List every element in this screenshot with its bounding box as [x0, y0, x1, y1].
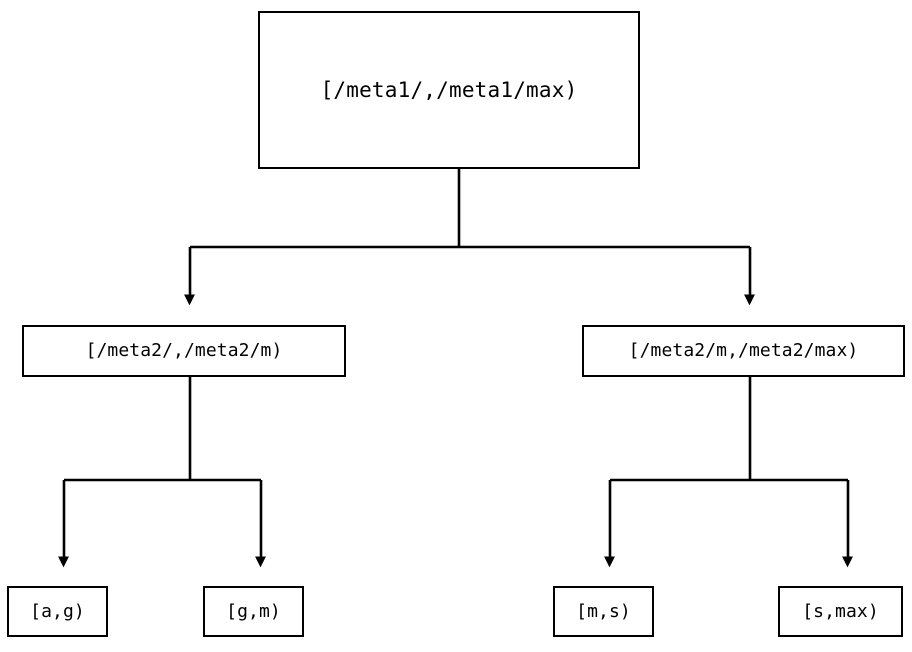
tree-node-mid-left[interactable]: [/meta2/,/meta2/m)	[22, 325, 346, 377]
tree-node-root[interactable]: [/meta1/,/meta1/max)	[258, 11, 640, 169]
tree-node-leaf-2-label: [g,m)	[226, 600, 281, 622]
tree-node-leaf-1-label: [a,g)	[30, 600, 85, 622]
tree-node-mid-right[interactable]: [/meta2/m,/meta2/max)	[582, 325, 905, 377]
tree-node-leaf-4[interactable]: [s,max)	[778, 586, 903, 637]
tree-node-leaf-2[interactable]: [g,m)	[203, 586, 304, 637]
tree-node-leaf-3[interactable]: [m,s)	[553, 586, 654, 637]
tree-node-leaf-4-label: [s,max)	[802, 600, 879, 622]
tree-node-root-label: [/meta1/,/meta1/max)	[320, 77, 578, 102]
tree-node-mid-right-label: [/meta2/m,/meta2/max)	[628, 340, 859, 361]
tree-node-leaf-1[interactable]: [a,g)	[7, 586, 108, 637]
tree-node-mid-left-label: [/meta2/,/meta2/m)	[85, 340, 283, 361]
tree-node-leaf-3-label: [m,s)	[576, 600, 631, 622]
